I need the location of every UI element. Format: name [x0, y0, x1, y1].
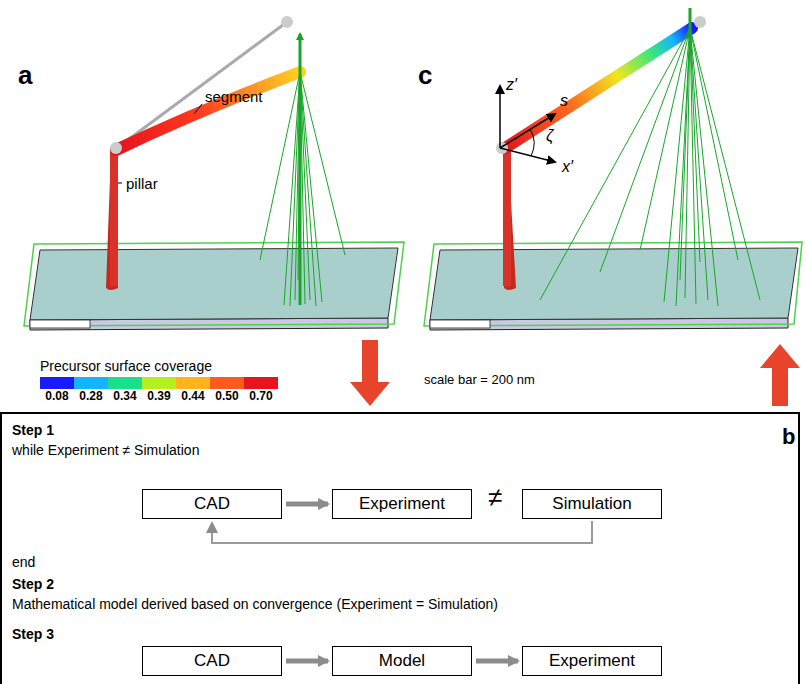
scale-note: scale bar = 200 nm: [424, 372, 535, 387]
callout-label: segment: [205, 88, 263, 105]
angle-label: ζ: [546, 127, 553, 145]
box-label: Simulation: [552, 494, 631, 514]
flow-arrow: [286, 659, 328, 664]
axis-label: s: [560, 92, 568, 110]
legend-value: 0.44: [176, 389, 210, 403]
axis-label: z′: [506, 76, 517, 94]
panel-frame: bStep 1while Experiment ≠ SimulationendS…: [0, 412, 800, 684]
not-equal-sign: ≠: [488, 484, 502, 510]
step-heading: Step 2: [12, 576, 54, 592]
flow-arrow: [286, 502, 328, 507]
panel-letter: c: [418, 60, 432, 91]
legend-title: Precursor surface coverage: [40, 358, 212, 374]
box-label: CAD: [194, 651, 230, 671]
process-box: Model: [332, 646, 472, 676]
box-label: CAD: [194, 494, 230, 514]
flow-arrow: [212, 521, 592, 543]
flow-arrow: [476, 659, 518, 664]
legend-item: 0.39: [142, 377, 176, 403]
process-box: CAD: [142, 489, 282, 519]
legend-item: 0.34: [108, 377, 142, 403]
color-swatch: [40, 377, 74, 389]
color-swatch: [210, 377, 244, 389]
panel-letter: a: [18, 60, 32, 91]
legend-item: 0.70: [244, 377, 278, 403]
color-swatch: [74, 377, 108, 389]
box-label: Experiment: [549, 651, 635, 671]
box-label: Model: [379, 651, 425, 671]
legend-value: 0.28: [74, 389, 108, 403]
axis-label: x′: [562, 158, 573, 176]
process-box: Simulation: [522, 489, 662, 519]
legend-value: 0.70: [244, 389, 278, 403]
legend-item: 0.44: [176, 377, 210, 403]
legend-value: 0.50: [210, 389, 244, 403]
process-box: CAD: [142, 646, 282, 676]
loop-condition: while Experiment ≠ Simulation: [12, 442, 199, 458]
callout-label: pillar: [126, 175, 158, 192]
legend-value: 0.08: [40, 389, 74, 403]
color-swatch: [142, 377, 176, 389]
step-heading: Step 3: [12, 626, 54, 642]
process-box: Experiment: [332, 489, 472, 519]
color-swatch: [176, 377, 210, 389]
step-text: Mathematical model derived based on conv…: [12, 596, 498, 612]
step-heading: Step 1: [12, 422, 54, 438]
box-label: Experiment: [359, 494, 445, 514]
legend-item: 0.50: [210, 377, 244, 403]
loop-end: end: [12, 554, 35, 570]
legend-item: 0.08: [40, 377, 74, 403]
panel-letter: b: [782, 424, 795, 450]
legend-value: 0.39: [142, 389, 176, 403]
color-swatch: [244, 377, 278, 389]
legend-value: 0.34: [108, 389, 142, 403]
color-swatch: [108, 377, 142, 389]
legend-item: 0.28: [74, 377, 108, 403]
process-box: Experiment: [522, 646, 662, 676]
